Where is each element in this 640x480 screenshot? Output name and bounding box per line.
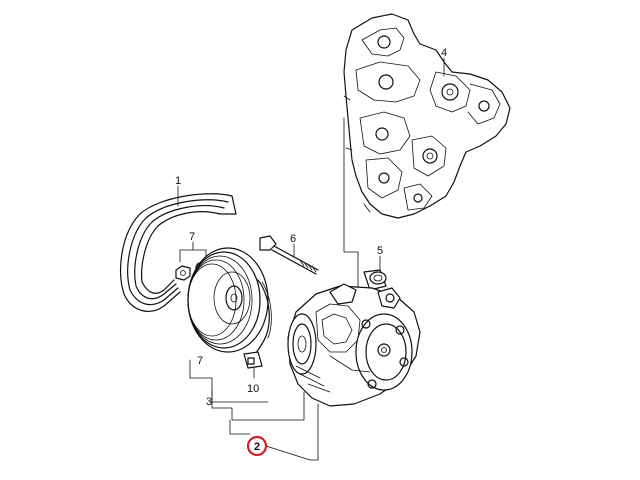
callout-2: 2 (254, 441, 260, 453)
callout-group-lower: 7 3 (189, 355, 319, 461)
clutch-pulley (187, 247, 272, 357)
callout-7-lower: 7 (197, 355, 203, 367)
callout-3: 3 (206, 396, 212, 408)
bushing: 5 (363, 245, 387, 291)
callout-2-highlight[interactable]: 2 (246, 435, 268, 457)
callout-5: 5 (377, 245, 383, 257)
callout-6: 6 (290, 233, 296, 245)
callout-4: 4 (441, 47, 447, 59)
mounting-bracket: 4 (343, 13, 511, 219)
callout-10: 10 (247, 383, 259, 395)
ac-compressor (287, 283, 421, 407)
bracket-leader-line (343, 117, 359, 289)
callout-1: 1 (175, 175, 181, 187)
poly-v-belt: 1 (119, 175, 237, 312)
callout-7-upper: 7 (189, 231, 195, 243)
clutch-connector: 10 (243, 351, 263, 395)
compressor-bolt: 6 (259, 233, 319, 275)
